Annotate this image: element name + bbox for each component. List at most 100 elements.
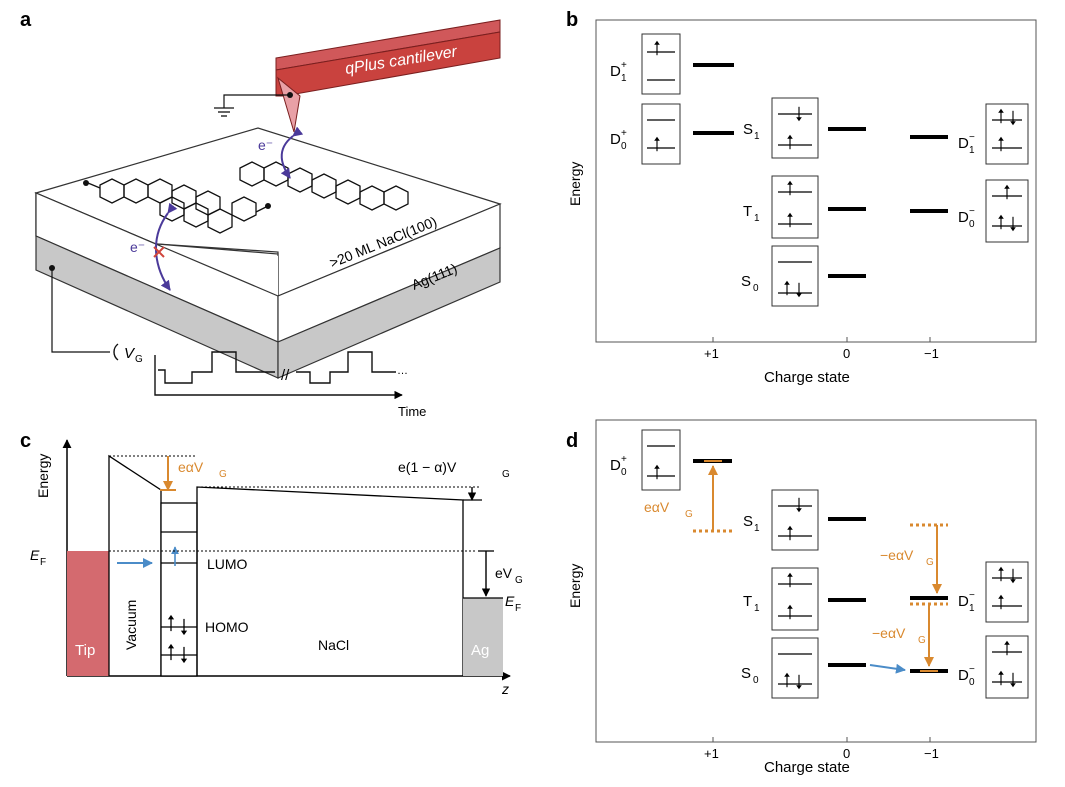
panel-d-tick-0: 0 [843, 746, 850, 761]
s0-to-d0minus-arrow [869, 663, 906, 674]
d-neg-e-alpha-vg-1-label: −eαV [880, 547, 914, 563]
molecule-endgroup-right [265, 203, 271, 209]
time-label: Time [398, 404, 426, 419]
panel-c-z-label: z [501, 681, 509, 697]
e-one-minus-alpha-label: e(1 − α)V [398, 459, 457, 475]
panel-d-d0minus [985, 635, 1029, 699]
panel-b: b Energy Charge state +1 0 −1 D 1 + [566, 9, 1037, 386]
panel-b-d0minus-label: D [958, 209, 969, 226]
panel-b-d0plus-sub: 0 [621, 141, 627, 152]
panel-d-d0minus-sup: − [969, 664, 975, 675]
panel-d-s1-sub: 1 [754, 523, 760, 534]
panel-d-d1minus [985, 561, 1029, 623]
ground-wire [223, 94, 290, 108]
substrate-electron-label: e⁻ [130, 239, 145, 255]
panel-c: c Energy z Tip E F Vacuum LUMO HOMO [20, 430, 523, 697]
panel-d-t1-sub: 1 [754, 603, 760, 614]
panel-b-s0 [771, 245, 819, 307]
molecule-column [160, 502, 198, 677]
panel-d-tick-minus1: −1 [924, 746, 939, 761]
panel-b-ticks [712, 337, 931, 342]
panel-c-letter: c [20, 430, 31, 452]
tip-block [67, 551, 109, 676]
panel-b-levels [693, 63, 948, 278]
panel-b-frame [595, 19, 1037, 343]
panel-b-ylabel: Energy [567, 162, 583, 206]
panel-b-letter: b [566, 9, 578, 31]
panel-d-levels [693, 459, 948, 673]
d-e-alpha-vg-label: eαV [644, 499, 670, 515]
e-alpha-vg-sub: G [219, 469, 227, 480]
gate-wire [51, 268, 110, 353]
panel-d-s0-label: S [741, 665, 751, 682]
e-vg-label: eV [495, 565, 513, 581]
panel-b-d1minus-sup: − [969, 132, 975, 143]
d-neg-e-alpha-vg-2-label: −eαV [872, 625, 906, 641]
panel-d-letter: d [566, 430, 578, 452]
tip [277, 76, 301, 133]
panel-c-ylabel: Energy [35, 454, 51, 498]
d-e-alpha-vg-sub: G [685, 509, 693, 520]
panel-b-s1 [771, 97, 819, 159]
panel-b-s1-sub: 1 [754, 131, 760, 142]
blocked-cross [153, 246, 165, 258]
panel-b-d1minus-label: D [958, 135, 969, 152]
panel-a-letter: a [20, 9, 32, 31]
cantilever-body [275, 31, 501, 97]
ag-right-band [277, 247, 501, 379]
ef-left: E [30, 547, 40, 563]
panel-b-d0minus-sup: − [969, 206, 975, 217]
ef-right-sub: F [515, 603, 521, 614]
panel-b-d0minus-sub: 0 [969, 219, 975, 230]
panel-d-xlabel: Charge state [764, 759, 850, 776]
ag-c-label: Ag [471, 642, 489, 659]
panel-b-d0minus [985, 179, 1029, 243]
vacuum-label: Vacuum [123, 600, 139, 650]
panel-d-d0plus-sub: 0 [621, 467, 627, 478]
panel-d-d0plus [641, 429, 681, 491]
panel-a: a >20 ML NaCl(100) Ag(111) [20, 9, 502, 419]
e-one-minus-alpha-sub: G [502, 469, 510, 480]
pulse-trace-1 [158, 351, 275, 384]
panel-b-t1 [771, 175, 819, 239]
panel-d-s0 [771, 637, 819, 699]
panel-b-d0plus [641, 103, 681, 165]
panel-d-d1minus-sup: − [969, 590, 975, 601]
ag-block [463, 598, 503, 676]
panel-d-frame [595, 419, 1037, 743]
panel-b-d1plus-sup: + [621, 60, 627, 71]
vg-label-sub: G [135, 354, 143, 365]
pulse-axes [154, 355, 403, 400]
panel-b-tick-0: 0 [843, 346, 850, 361]
panel-d: d Energy Charge state +1 0 −1 eαV G −eαV… [566, 419, 1037, 776]
pulse-trace-2 [296, 351, 396, 384]
panel-d-d0plus-label: D [610, 457, 621, 474]
panel-b-d1plus-label: D [610, 63, 621, 80]
molecule-left [87, 178, 267, 234]
ef-right: E [505, 593, 515, 609]
panel-d-d0minus-sub: 0 [969, 677, 975, 688]
nacl-barrier [196, 486, 464, 676]
panel-d-d1minus-label: D [958, 593, 969, 610]
pulse-break: // [281, 367, 290, 384]
e-alpha-vg-label: eαV [178, 459, 204, 475]
panel-b-tick-plus1: +1 [704, 346, 719, 361]
tip-label: Tip [75, 642, 95, 659]
panel-d-t1-label: T [743, 593, 752, 610]
ef-left-sub: F [40, 557, 46, 568]
panel-b-d0plus-label: D [610, 131, 621, 148]
panel-d-ylabel: Energy [567, 564, 583, 608]
homo-label: HOMO [205, 619, 249, 635]
panel-b-xlabel: Charge state [764, 369, 850, 386]
lumo-label: LUMO [207, 556, 248, 572]
panel-d-d0plus-sup: + [621, 454, 627, 465]
tip-electron-label: e⁻ [258, 137, 273, 153]
panel-d-tick-plus1: +1 [704, 746, 719, 761]
capacitor-symbol [113, 343, 119, 361]
panel-d-s1-label: S [743, 513, 753, 530]
panel-d-d0minus-label: D [958, 667, 969, 684]
panel-d-t1 [771, 567, 819, 631]
pulse-continuation: … [397, 365, 408, 377]
panel-d-s1 [771, 489, 819, 551]
